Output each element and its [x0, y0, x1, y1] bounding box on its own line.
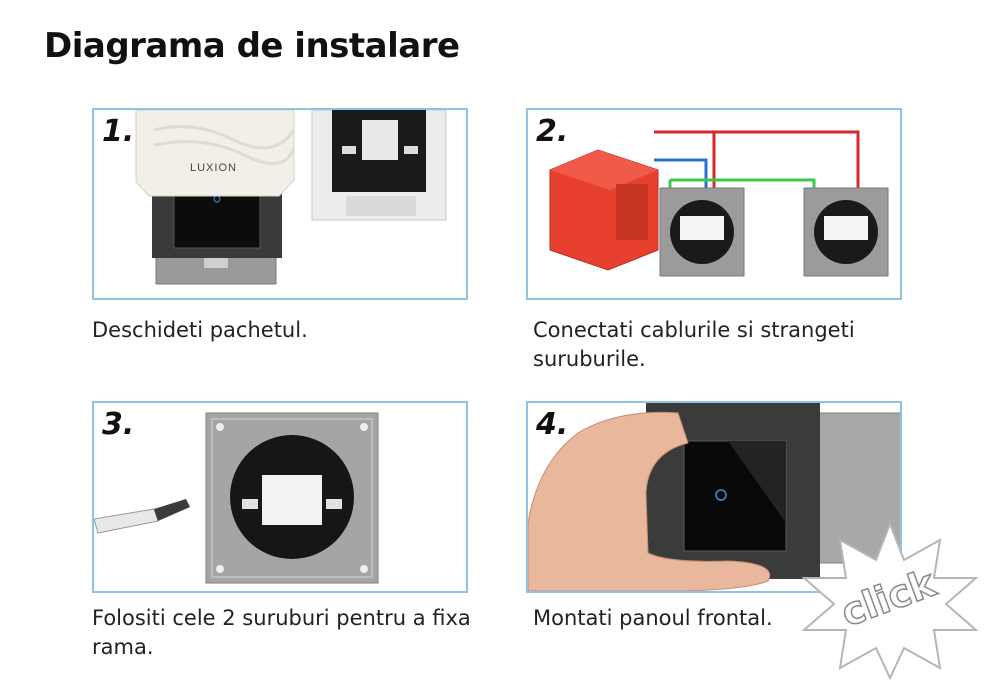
step-2-number: 2. [536, 114, 569, 149]
step-2-illustration [549, 130, 889, 277]
step-2-image: 2. [526, 108, 902, 300]
click-badge: click [800, 520, 980, 680]
step-1-image: 1. LUXION [92, 108, 468, 300]
step-4-illustration [528, 403, 900, 591]
step-2-caption: Conectati cablurile si strangeti surubur… [533, 318, 855, 371]
step-1-number: 1. [102, 114, 135, 149]
step-4-number: 4. [536, 407, 569, 442]
step-3-illustration [94, 412, 379, 584]
burst-shape [801, 521, 979, 680]
brand-logo: LUXION [190, 162, 237, 174]
page-title: Diagrama de instalare [44, 26, 460, 66]
step-4-image: 4. [526, 401, 902, 593]
step-1-caption: Deschideti pachetul. [92, 318, 308, 342]
step-4-caption: Montati panoul frontal. [533, 606, 773, 630]
step-3-image: 3. [92, 401, 468, 593]
step-1-illustration [135, 110, 447, 285]
step-3-number: 3. [102, 407, 135, 442]
step-3-caption: Folositi cele 2 suruburi pentru a fixa r… [92, 606, 471, 659]
